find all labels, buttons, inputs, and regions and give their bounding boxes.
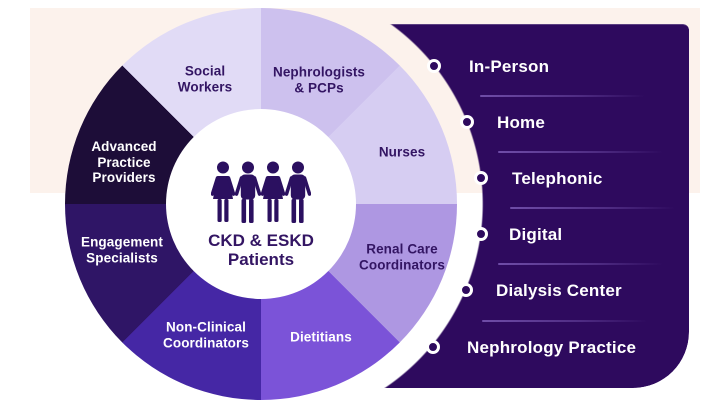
wheel-hub: CKD & ESKD Patients [166,109,356,299]
channel-nephrology-practice: Nephrology Practice [467,338,637,357]
segment-label-advanced-practice-providers: Advanced Practice Providers [91,138,157,185]
segment-label-engagement-specialists: Engagement Specialists [80,234,163,266]
channel-bullet-icon [425,339,440,354]
channel-bullet-icon [473,226,488,241]
channel-separator [498,151,663,153]
channel-bullet-icon [459,114,474,129]
segment-label-non-clinical-coordinators: Non-Clinical Coordinators [163,319,249,351]
channel-separator [498,263,663,265]
care-channels-panel: In-Person Home Telephonic Digital Dialys… [380,24,689,388]
channel-digital: Digital [509,225,563,244]
segment-label-nephrologists-pcps: Nephrologists & PCPs [272,64,366,96]
channel-dialysis-center: Dialysis Center [496,281,622,300]
channel-separator [482,320,647,322]
hub-title: CKD & ESKD Patients [208,231,314,269]
channel-separator [510,207,675,209]
channel-in-person: In-Person [469,57,550,76]
segment-label-renal-care-coordinators: Renal Care Coordinators [359,241,445,273]
channel-bullet-icon [473,170,488,185]
channel-home: Home [497,113,546,132]
segment-label-dietitians: Dietitians [290,329,352,345]
patients-group-icon [211,161,311,223]
channel-bullet-icon [458,282,473,297]
channel-bullet-icon [426,58,441,73]
channel-telephonic: Telephonic [512,169,603,188]
segment-label-nurses: Nurses [378,144,426,160]
segment-label-social-workers: Social Workers [177,63,233,95]
channel-separator [480,95,645,97]
